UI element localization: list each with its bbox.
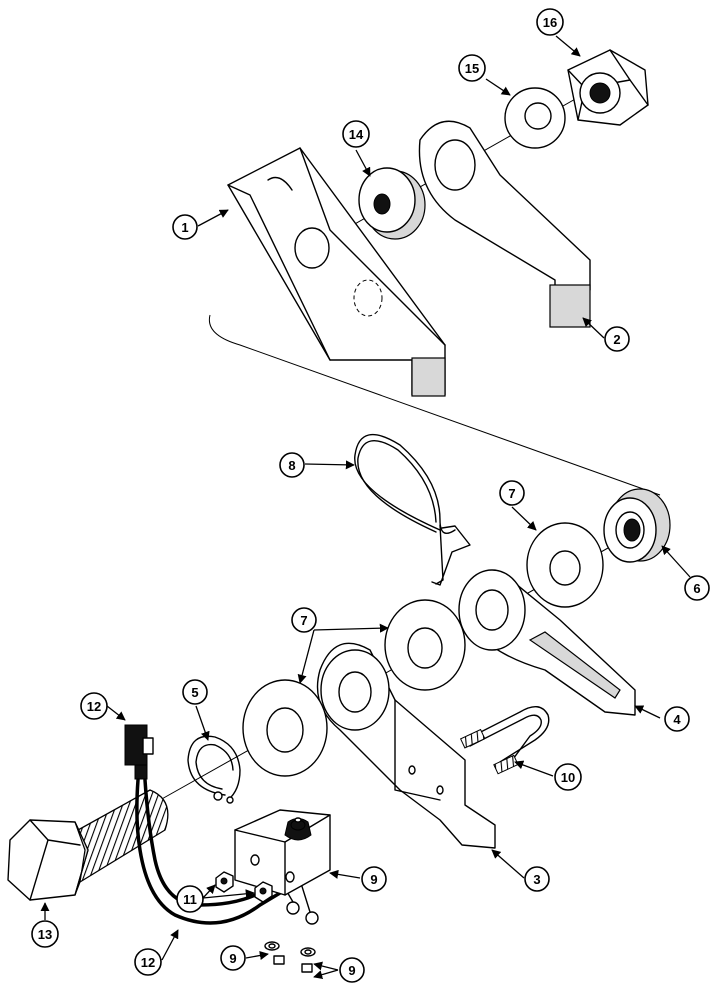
part-10-u-bolt: [459, 706, 550, 775]
callout-label: 15: [465, 61, 479, 76]
part-7-upper-washer: [526, 522, 604, 608]
callout-12-connector: 12: [80, 692, 108, 720]
part-9-switch-block: [234, 809, 331, 896]
callout-11: 11: [176, 885, 204, 913]
part-14-thick-washer: [358, 167, 426, 240]
callout-4: 4: [664, 706, 690, 732]
callout-5: 5: [182, 679, 208, 705]
callout-7-lower: 7: [291, 607, 317, 633]
callout-10: 10: [554, 763, 582, 791]
part-5-retaining-ring: [187, 735, 241, 804]
callout-12-wire: 12: [134, 948, 162, 976]
callout-9-left-hardware: 9: [220, 945, 246, 971]
callout-9-right-hardware: 9: [339, 957, 365, 983]
callout-label: 9: [370, 872, 377, 887]
part-15-flat-washer: [504, 87, 566, 149]
callout-label: 3: [533, 872, 540, 887]
part-7-front-washer: [242, 679, 328, 777]
callout-label: 11: [183, 892, 197, 907]
callout-label: 7: [508, 486, 515, 501]
callout-14: 14: [342, 120, 370, 148]
part-4-lower-lever: [458, 569, 636, 716]
callout-label: 10: [561, 770, 575, 785]
part-12-wiring-harness: [124, 724, 319, 925]
part-13-hex-bolt: [7, 789, 169, 901]
callout-label: 13: [38, 927, 52, 942]
callout-label: 16: [543, 15, 557, 30]
part-6-flanged-bushing: [603, 488, 671, 563]
callout-2: 2: [604, 326, 630, 352]
callout-15: 15: [458, 54, 486, 82]
callout-label: 12: [87, 699, 101, 714]
callout-3: 3: [524, 866, 550, 892]
part-16-hex-nut: [567, 49, 649, 126]
callout-label: 9: [229, 951, 236, 966]
callout-label: 1: [181, 220, 188, 235]
callout-label: 8: [288, 458, 295, 473]
part-11-nuts: [215, 871, 273, 903]
part-8-torsion-spring: [354, 433, 471, 586]
callout-label: 6: [693, 581, 700, 596]
callout-label: 7: [300, 613, 307, 628]
leader-lines: [40, 35, 691, 980]
callout-label: 2: [613, 332, 620, 347]
part-7-lower-washer: [384, 599, 466, 691]
callout-label: 4: [673, 712, 681, 727]
callout-7-upper: 7: [499, 480, 525, 506]
part-1-upper-bracket: [227, 147, 446, 397]
callout-8: 8: [279, 452, 305, 478]
callout-13: 13: [31, 920, 59, 948]
callout-9-block: 9: [361, 866, 387, 892]
callout-16: 16: [536, 8, 564, 36]
callout-label: 12: [141, 955, 155, 970]
callout-1: 1: [172, 214, 198, 240]
callout-label: 9: [348, 963, 355, 978]
callout-label: 5: [191, 685, 198, 700]
callout-6: 6: [684, 575, 710, 601]
callout-label: 14: [349, 127, 364, 142]
part-3-switch-lever-plate: [316, 642, 496, 849]
part-2-upper-lever: [418, 120, 591, 328]
part-9-screws-and-nuts: [264, 941, 316, 973]
